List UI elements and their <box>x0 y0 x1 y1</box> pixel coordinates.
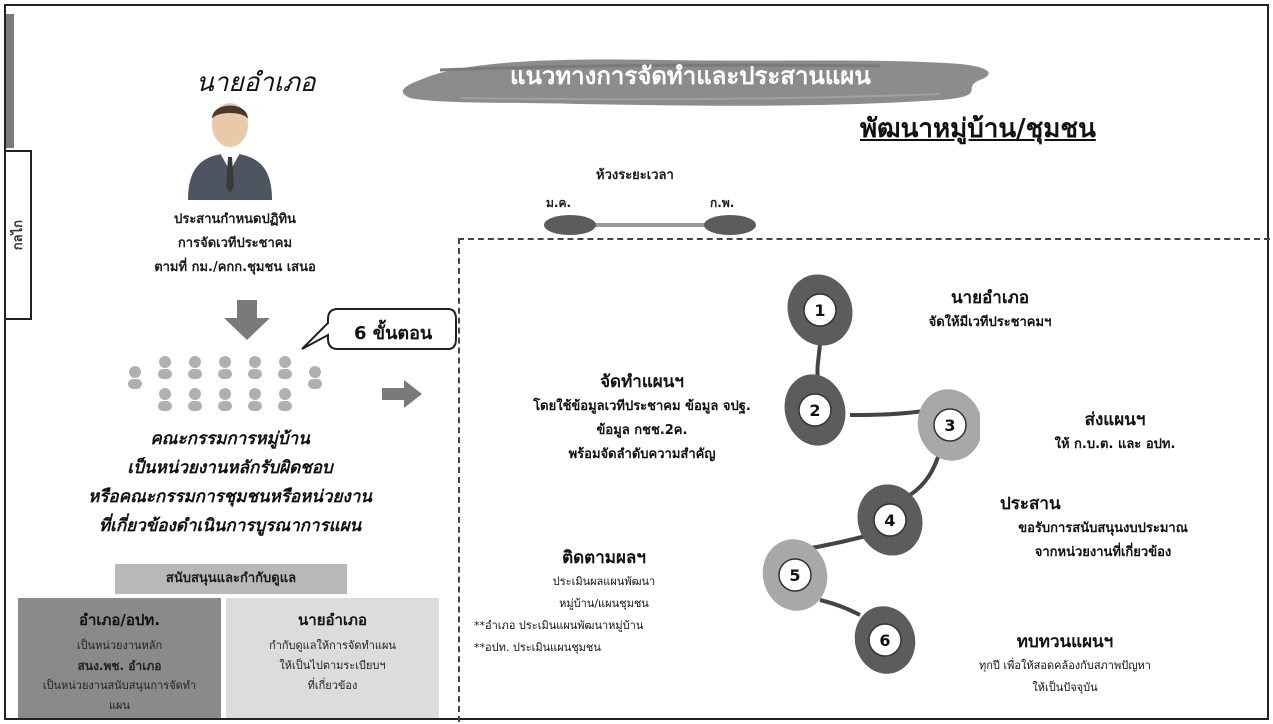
step-3-line: ให้ ก.บ.ต. และ อปท. <box>1054 437 1176 452</box>
committee-line: ที่เกี่ยวข้องดำเนินการบูรณาการแผน <box>98 516 362 536</box>
side-tab: กลไก <box>4 150 32 320</box>
step-3-head: ส่งแผนฯ <box>1084 410 1146 430</box>
six-step-cycle: 1 2 3 4 5 6 <box>762 274 980 674</box>
step-2-text: จัดทำแผนฯ โดยใช้ข้อมูลเวทีประชาคม ข้อมูล… <box>492 368 792 467</box>
step-4-text: ประสาน ขอรับการสนับสนุนงบประมาณ จากหน่วย… <box>978 490 1228 565</box>
coordinate-line: ประสานกำหนดปฏิทิน <box>174 212 296 227</box>
step-5-text: ติดตามผลฯ ประเมินผลแผนพัฒนา หมู่บ้าน/แผน… <box>474 544 734 659</box>
district-box-head: อำเภอ/อปท. <box>78 611 161 629</box>
side-accent-bar <box>6 14 14 148</box>
committee-text: คณะกรรมการหมู่บ้าน เป็นหน่วยงานหลักรับผิ… <box>50 425 410 541</box>
step-6-head: ทบทวนแผนฯ <box>1016 632 1114 652</box>
timeline-start: ม.ค. <box>546 196 572 210</box>
district-box-line: แผน <box>108 699 131 712</box>
bubble-text: 6 ขั้นตอน <box>354 323 433 344</box>
chief-box-line: กำกับดูแลให้การจัดทำแผน <box>269 639 396 652</box>
steps-region <box>458 238 1270 722</box>
page-title: แนวทางการจัดทำและประสานแผน <box>510 62 871 90</box>
step-1-text: นายอำเภอ จัดให้มีเวทีประชาคมฯ <box>900 284 1080 335</box>
district-box: อำเภอ/อปท. เป็นหน่วยงานหลัก สนง.พช. อำเภ… <box>18 598 221 718</box>
step-2-line: โดยใช้ข้อมูลเวทีประชาคม ข้อมูล จปฐ. <box>533 399 751 414</box>
step-5-line: หมู่บ้าน/แผนชุมชน <box>559 597 649 610</box>
coordinate-line: การจัดเวทีประชาคม <box>177 236 293 251</box>
step-3-text: ส่งแผนฯ ให้ ก.บ.ต. และ อปท. <box>1020 406 1210 457</box>
step-number: 4 <box>884 511 895 530</box>
timeline-label: ห้วงระยะเวลา <box>596 168 674 183</box>
chief-box-head: นายอำเภอ <box>298 611 367 629</box>
step-1-line: จัดให้มีเวทีประชาคมฯ <box>928 315 1052 330</box>
person-icon <box>188 103 272 200</box>
support-label: สนับสนุนและกำกับดูแล <box>115 564 347 594</box>
district-box-line: เป็นหน่วยงานหลัก <box>76 639 163 652</box>
side-tab-label: กลไก <box>10 219 26 251</box>
arrow-right-icon <box>382 380 422 408</box>
step-4-head: ประสาน <box>1000 494 1061 514</box>
step-2-line: ข้อมูล กชช.2ค. <box>596 423 688 438</box>
step-1-head: นายอำเภอ <box>950 288 1030 308</box>
page-subtitle: พัฒนาหมู่บ้าน/ชุมชน <box>860 114 1096 144</box>
arrow-down-icon <box>224 300 270 340</box>
step-2-line: พร้อมจัดลำดับความสำคัญ <box>568 447 716 462</box>
step-2-head: จัดทำแผนฯ <box>600 372 684 392</box>
diagram-frame <box>4 4 1269 720</box>
timeline-bar <box>544 215 756 235</box>
step-number: 2 <box>809 401 820 420</box>
step-5-head: ติดตามผลฯ <box>562 548 646 568</box>
people-group-icon <box>128 356 322 411</box>
step-number: 6 <box>879 631 890 650</box>
coordinate-line: ตามที่ กม./คกก.ชุมชน เสนอ <box>154 260 316 275</box>
step-number: 5 <box>789 566 800 585</box>
district-chief-title: นายอำเภอ <box>196 68 316 98</box>
timeline-end: ก.พ. <box>710 196 735 210</box>
committee-line: คณะกรรมการหมู่บ้าน <box>150 429 310 449</box>
chief-box-line: ที่เกี่ยวข้อง <box>307 679 358 692</box>
step-5-line: **อปท. ประเมินแผนชุมชน <box>474 641 601 654</box>
committee-line: หรือคณะกรรมการชุมชนหรือหน่วยงาน <box>88 487 372 507</box>
district-box-line: สนง.พช. อำเภอ <box>77 659 162 673</box>
chief-box: นายอำเภอ กำกับดูแลให้การจัดทำแผน ให้เป็น… <box>226 598 439 718</box>
step-number: 1 <box>814 301 825 320</box>
step-4-line: ขอรับการสนับสนุนงบประมาณ <box>1018 521 1188 536</box>
district-box-line: เป็นหน่วยงานสนับสนุนการจัดทำ <box>42 679 197 692</box>
step-5-line: ประเมินผลแผนพัฒนา <box>552 575 656 588</box>
coordinate-text: ประสานกำหนดปฏิทิน การจัดเวทีประชาคม ตามท… <box>120 208 350 280</box>
step-6-text: ทบทวนแผนฯ ทุกปี เพื่อให้สอดคล้องกับสภาพป… <box>950 628 1180 699</box>
step-5-line: **อำเภอ ประเมินแผนพัฒนาหมู่บ้าน <box>474 619 644 632</box>
chief-box-line: ให้เป็นไปตามระเบียบฯ <box>279 659 386 672</box>
step-6-line: ให้เป็นปัจจุบัน <box>1032 681 1098 694</box>
step-4-line: จากหน่วยงานที่เกี่ยวข้อง <box>1034 545 1172 560</box>
step-number: 3 <box>944 416 955 435</box>
step-6-line: ทุกปี เพื่อให้สอดคล้องกับสภาพปัญหา <box>979 659 1151 672</box>
speech-bubble <box>301 308 457 350</box>
title-brush-shape <box>402 59 989 106</box>
committee-line: เป็นหน่วยงานหลักรับผิดชอบ <box>127 458 333 478</box>
